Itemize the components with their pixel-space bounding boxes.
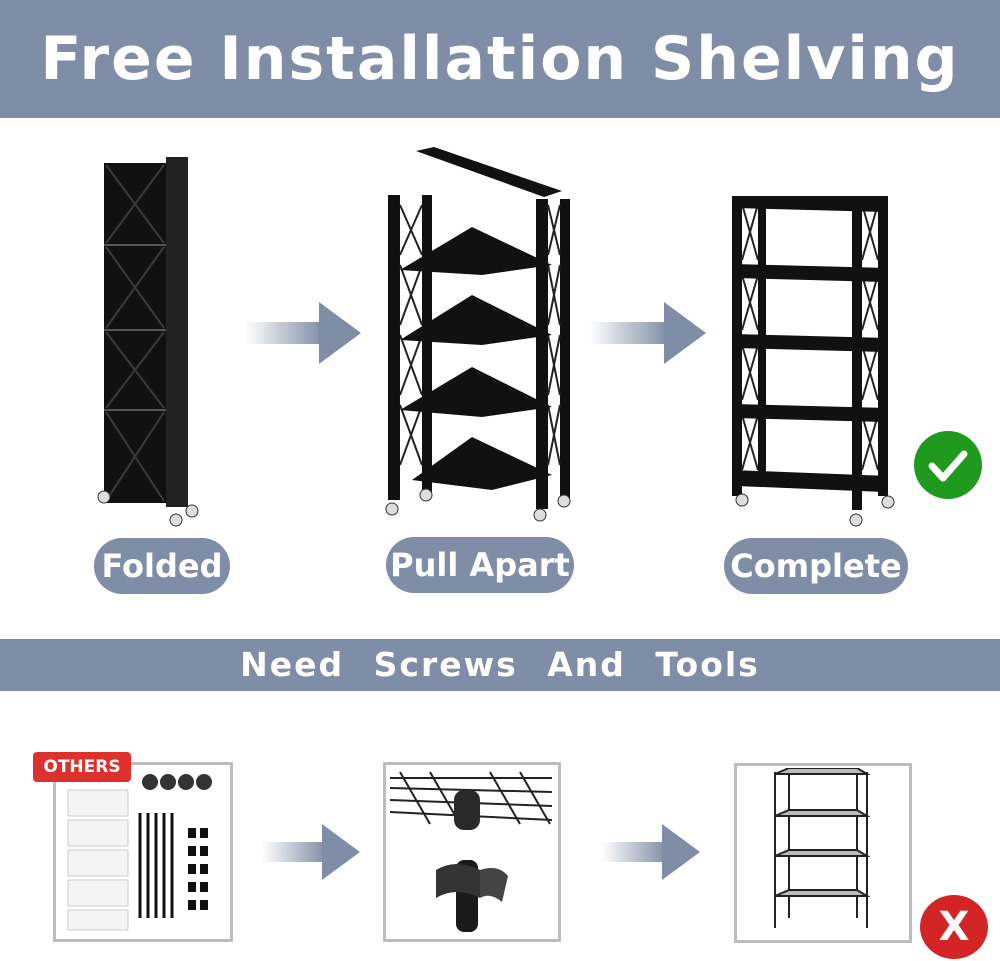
- arrow-right-icon: [590, 302, 706, 364]
- check-icon: [914, 431, 982, 499]
- arrow-right-icon: [245, 302, 361, 364]
- step-label-folded: Folded: [94, 538, 230, 594]
- step-label-pull-apart: Pull Apart: [386, 537, 574, 593]
- page-title: Free Installation Shelving: [0, 0, 1000, 118]
- step-label-complete: Complete: [724, 538, 908, 594]
- folded-shelf-image: [97, 157, 199, 527]
- parts-kit-image: [67, 774, 212, 931]
- others-tag: OTHERS: [33, 752, 131, 782]
- complete-shelf-image: [732, 196, 895, 527]
- section-title: Need Screws And Tools: [0, 639, 1000, 691]
- connector-detail-image: [390, 771, 552, 932]
- arrow-right-icon: [602, 824, 700, 880]
- arrow-right-icon: [262, 824, 360, 880]
- wire-shelf-image: [774, 768, 871, 928]
- pull-apart-shelf-image: [385, 147, 571, 522]
- x-icon: X: [920, 895, 988, 959]
